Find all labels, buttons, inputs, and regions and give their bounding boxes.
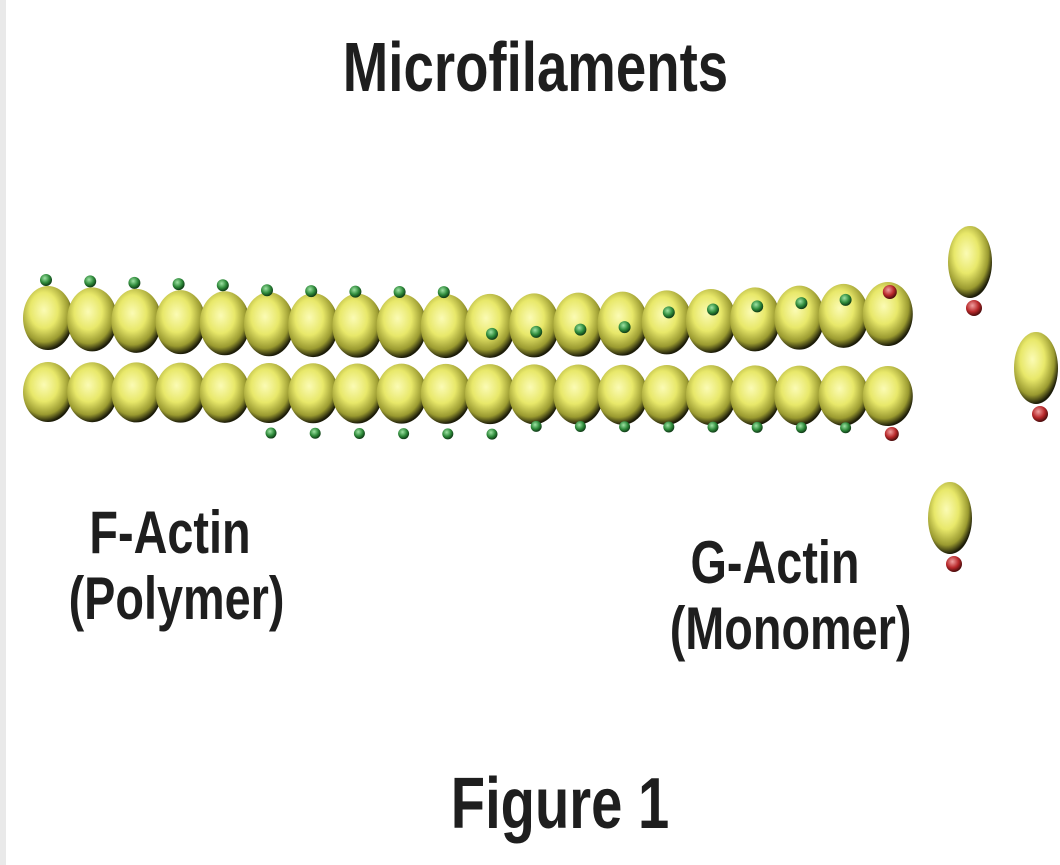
actin-subunit <box>465 294 515 358</box>
actin-subunit <box>421 364 471 424</box>
actin-subunit <box>67 287 117 351</box>
actin-subunit <box>377 364 427 424</box>
nucleotide-marker <box>840 422 851 433</box>
actin-subunit <box>23 362 73 422</box>
actin-subunit <box>332 363 382 423</box>
actin-subunit <box>288 293 338 357</box>
nucleotide-marker <box>305 285 317 297</box>
nucleotide-marker <box>795 297 807 309</box>
nucleotide-marker <box>1032 406 1048 422</box>
nucleotide-marker <box>217 279 229 291</box>
actin-subunit <box>642 290 692 354</box>
actin-subunit <box>863 366 913 426</box>
actin-subunit <box>465 364 515 424</box>
actin-subunit <box>288 363 338 423</box>
nucleotide-marker <box>663 306 675 318</box>
nucleotide-marker <box>40 274 52 286</box>
nucleotide-marker <box>619 321 631 333</box>
actin-subunit <box>200 291 250 355</box>
nucleotide-marker <box>349 286 361 298</box>
g-actin-monomers <box>928 226 1058 572</box>
nucleotide-marker <box>840 294 852 306</box>
actin-subunit <box>23 286 73 350</box>
f-actin-name: F-Actin <box>69 500 272 566</box>
nucleotide-marker <box>398 428 409 439</box>
actin-subunit <box>686 289 736 353</box>
nucleotide-marker <box>438 286 450 298</box>
nucleotide-marker <box>84 275 96 287</box>
nucleotide-marker <box>530 326 542 338</box>
nucleotide-marker <box>486 328 498 340</box>
g-actin-label: G-Actin (Monomer) <box>670 530 881 662</box>
g-actin-monomer <box>928 482 972 554</box>
nucleotide-marker <box>575 421 586 432</box>
nucleotide-marker <box>531 421 542 432</box>
actin-subunit <box>686 365 736 425</box>
actin-subunit <box>774 366 824 426</box>
actin-subunit <box>598 365 648 425</box>
nucleotide-marker <box>663 421 674 432</box>
g-actin-monomer <box>1014 332 1058 404</box>
actin-subunit <box>244 363 294 423</box>
nucleotide-marker <box>354 428 365 439</box>
f-actin-type: (Polymer) <box>69 566 272 632</box>
nucleotide-marker <box>708 422 719 433</box>
actin-subunit <box>642 365 692 425</box>
actin-subunit <box>200 363 250 423</box>
nucleotide-marker <box>442 428 453 439</box>
actin-subunit <box>730 287 780 351</box>
actin-subunit <box>509 364 559 424</box>
figure-caption: Figure 1 <box>443 768 677 840</box>
nucleotide-marker <box>261 284 273 296</box>
actin-subunit <box>377 294 427 358</box>
nucleotide-marker <box>751 300 763 312</box>
actin-subunit <box>332 294 382 358</box>
actin-subunit <box>111 289 161 353</box>
nucleotide-marker <box>796 422 807 433</box>
g-actin-name: G-Actin <box>670 530 881 596</box>
nucleotide-marker <box>885 427 899 441</box>
actin-subunit <box>421 294 471 358</box>
actin-subunit <box>509 293 559 357</box>
actin-subunit <box>730 365 780 425</box>
nucleotide-marker <box>752 422 763 433</box>
actin-subunit <box>819 366 869 426</box>
diagram-title: Microfilaments <box>343 32 717 102</box>
f-actin-label: F-Actin (Polymer) <box>69 500 272 632</box>
nucleotide-marker <box>310 428 321 439</box>
actin-subunit <box>774 286 824 350</box>
actin-subunit <box>111 362 161 422</box>
nucleotide-marker <box>946 556 962 572</box>
actin-subunit <box>244 292 294 356</box>
actin-subunit <box>553 365 603 425</box>
nucleotide-marker <box>173 278 185 290</box>
nucleotide-marker <box>966 300 982 316</box>
g-actin-type: (Monomer) <box>670 596 881 662</box>
actin-subunit <box>156 363 206 423</box>
actin-subunit <box>819 284 869 348</box>
nucleotide-marker <box>128 277 140 289</box>
nucleotide-marker <box>707 303 719 315</box>
nucleotide-marker <box>266 428 277 439</box>
nucleotide-marker <box>487 429 498 440</box>
actin-subunit <box>156 290 206 354</box>
f-actin-filament <box>23 274 913 441</box>
g-actin-monomer <box>948 226 992 298</box>
nucleotide-marker <box>394 286 406 298</box>
nucleotide-marker <box>574 324 586 336</box>
actin-subunit <box>67 362 117 422</box>
nucleotide-marker <box>619 421 630 432</box>
nucleotide-marker <box>883 285 897 299</box>
